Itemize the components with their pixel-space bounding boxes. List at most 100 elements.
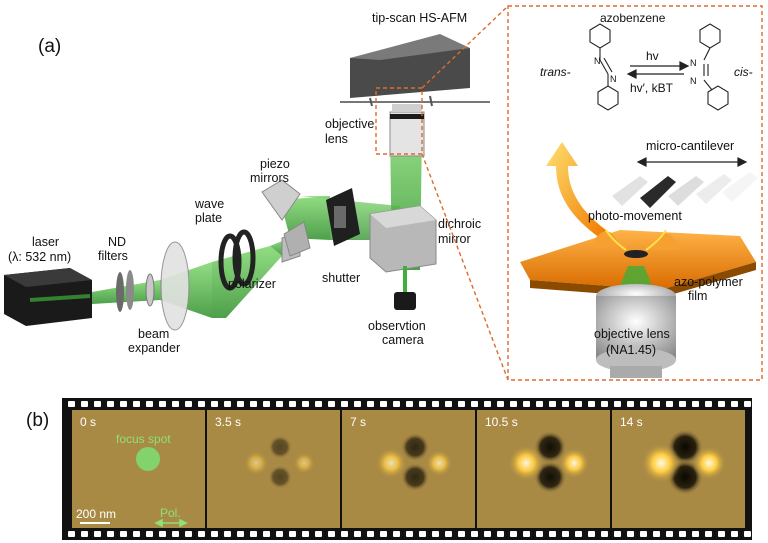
film-sprocket-hole [224,401,231,407]
film-sprocket-hole [601,531,608,537]
frame-time-label: 14 s [620,415,643,429]
film-sprocket-hole [523,531,530,537]
photo-movement-label: photo-movement [588,209,682,223]
piezo-mirrors-label: piezo [260,157,290,171]
film-sprocket-hole [458,401,465,407]
film-sprocket-hole [107,401,114,407]
reverse-label: hv′, kBT [630,81,674,95]
piezo-mirrors-label-2: mirrors [250,171,289,185]
film-sprocket-hole [302,531,309,537]
film-sprocket-hole [588,401,595,407]
film-sprocket-hole [263,531,270,537]
film-sprocket-hole [562,401,569,407]
wave-plate [218,229,256,291]
film-sprocket-hole [393,531,400,537]
film-sprocket-hole [679,531,686,537]
depression-top [268,435,293,460]
film-sprocket-hole [276,531,283,537]
polarization-label: Pol. [160,506,181,520]
polarization-arrow [154,518,188,528]
dichroic-mirror [369,205,437,273]
film-sprocket-hole [640,531,647,537]
depression-bottom [400,462,430,492]
trans-label: trans- [540,65,571,79]
depression-top [400,432,430,462]
laser-wavelength-label: (λ: 532 nm) [8,250,71,264]
objective-lens [389,104,425,157]
film-sprocket-hole [562,531,569,537]
afm-frame: 10.5 s [477,410,610,528]
cis-n2: N [690,76,697,86]
film-sprocket-hole [731,531,738,537]
shutter-label: shutter [322,271,360,285]
film-sprocket-hole [302,401,309,407]
film-sprocket-hole [588,531,595,537]
frame-time-label: 10.5 s [485,415,518,429]
displacement-arrows [605,229,667,251]
film-sprocket-hole [744,531,751,537]
panel-b-label: (b) [26,410,49,431]
isomerization-arrows [626,61,690,79]
film-sprocket-hole [68,401,75,407]
film-sprocket-hole [172,401,179,407]
film-sprocket-hole [627,401,634,407]
laser-source [4,268,92,326]
frame-time-label: 0 s [80,415,96,429]
film-sprocket-hole [198,401,205,407]
afm-frame: 14 s [612,410,745,528]
film-sprocket-hole [536,531,543,537]
film-sprocket-hole [640,401,647,407]
film-sprocket-hole [328,531,335,537]
film-sprocket-hole [354,401,361,407]
film-sprocket-hole [445,401,452,407]
observation-camera [394,266,416,310]
film-sprocket-hole [94,531,101,537]
film-sprocket-hole [146,531,153,537]
film-sprocket-hole [315,531,322,537]
objective-lens-label-2: lens [325,132,348,146]
film-sprocket-hole [367,531,374,537]
film-sprocket-hole [653,401,660,407]
film-sprocket-hole [185,531,192,537]
film-sprocket-hole [692,531,699,537]
inset-objective-lens [596,266,676,378]
film-sprocket-hole [705,401,712,407]
film-sprocket-hole [549,401,556,407]
wave-plate-label-2: plate [195,211,222,225]
film-sprocket-hole [289,401,296,407]
film-sprocket-hole [692,401,699,407]
film-strip: 0 s 3.5 s 7 s 10.5 s 14 s [62,398,752,540]
shutter [326,188,360,246]
inset-objective-label: objective lens [594,327,670,341]
cis-label: cis- [734,65,753,79]
film-sprocket-hole [666,531,673,537]
wave-plate-label: wave [194,197,224,211]
protrusion-left [641,443,682,484]
film-sprocket-hole [341,531,348,537]
film-sprocket-hole [172,531,179,537]
film-label: azo-polymer [674,275,743,289]
film-sprocket-hole [510,401,517,407]
film-sprocket-hole [575,531,582,537]
frame-time-label: 3.5 s [215,415,241,429]
film-sprocket-hole [458,531,465,537]
film-sprocket-hole [94,401,101,407]
film-sprocket-hole [419,401,426,407]
depression-bottom [268,465,293,490]
film-sprocket-hole [289,531,296,537]
afm-frame-background [72,410,205,528]
film-label-2: film [688,289,707,303]
dichroic-mirror-label: dichroic [438,217,481,231]
photo-movement-arrow [546,142,606,238]
film-sprocket-hole [211,401,218,407]
afm-frame: 7 s [342,410,475,528]
film-sprocket-hole [484,531,491,537]
film-sprocket-hole [237,401,244,407]
film-sprocket-hole [328,401,335,407]
film-sprocket-hole [133,531,140,537]
film-sprocket-hole [484,401,491,407]
film-sprocket-hole [185,401,192,407]
protrusion-left [508,445,545,482]
film-sprocket-hole [120,531,127,537]
